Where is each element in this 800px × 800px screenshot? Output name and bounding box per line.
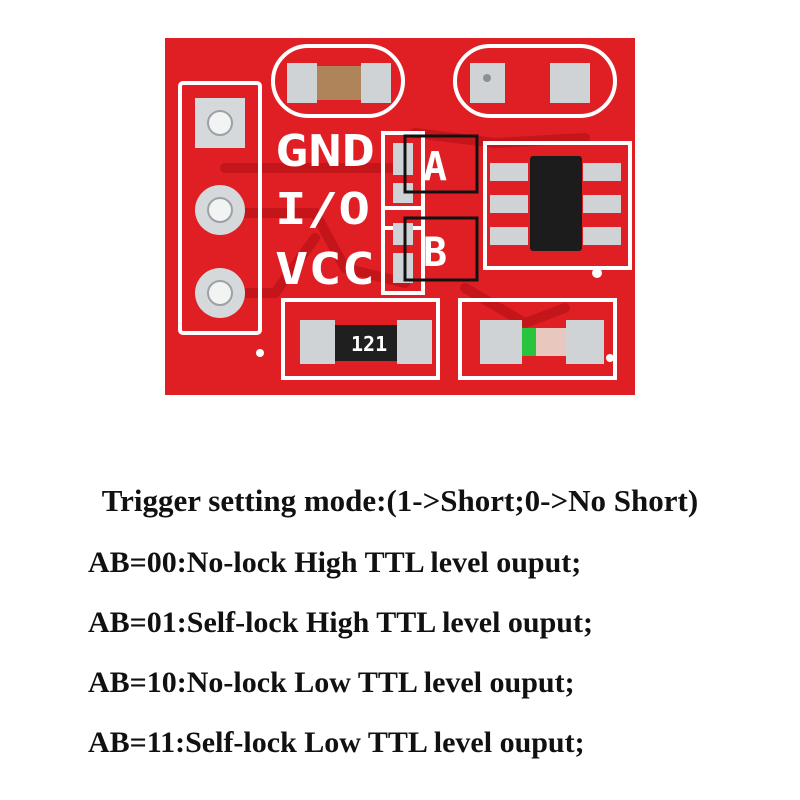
pin-hole xyxy=(207,280,233,306)
resistor-pad xyxy=(397,320,432,364)
trigger-mode-title: Trigger setting mode:(1->Short;0->No Sho… xyxy=(101,483,699,518)
pin-hole xyxy=(207,197,233,223)
ic-chip xyxy=(530,156,582,251)
pin-label-io: I/O xyxy=(275,184,370,235)
capacitor-pad xyxy=(361,63,391,103)
pin-hole xyxy=(207,110,233,136)
capacitor-pad xyxy=(287,63,317,103)
solder-pad xyxy=(550,63,590,103)
pin-label-gnd: GND xyxy=(275,126,375,177)
header-pins xyxy=(195,98,245,318)
via xyxy=(256,349,264,357)
mode-line-ab01: AB=01:Self-lock High TTL level ouput; xyxy=(88,606,593,639)
jumper-label-a: A xyxy=(423,144,447,190)
ic-right-pads xyxy=(583,163,621,245)
jumper-label-b: B xyxy=(423,230,447,276)
pad-pair-outline xyxy=(453,44,617,118)
header-outline xyxy=(178,81,262,335)
resistor-code: 121 xyxy=(351,332,387,356)
resistor-body xyxy=(335,325,397,361)
led-outline xyxy=(458,298,617,380)
mode-line-ab00: AB=00:No-lock High TTL level ouput; xyxy=(88,546,582,579)
annotation-box-a xyxy=(403,134,479,194)
solder-pad xyxy=(470,63,505,103)
annotation-box-b xyxy=(403,216,479,282)
capacitor-outline xyxy=(271,44,405,118)
jumper-outline xyxy=(381,206,425,295)
via xyxy=(606,354,614,362)
touch-sensor-board: GND I/O VCC A B xyxy=(165,38,635,395)
jumper-a-pad xyxy=(393,183,413,203)
capacitor-body xyxy=(317,66,361,100)
led-body xyxy=(522,328,536,356)
resistor-pad xyxy=(300,320,335,364)
via xyxy=(483,74,491,82)
pin-label-vcc: VCC xyxy=(275,244,375,295)
pin1-dot xyxy=(592,268,602,278)
led-pad xyxy=(566,320,604,364)
jumper-b-pad xyxy=(393,253,413,283)
resistor-outline xyxy=(281,298,440,380)
jumper-b-pad xyxy=(393,223,413,245)
ic-outline xyxy=(483,141,632,270)
mode-line-ab10: AB=10:No-lock Low TTL level ouput; xyxy=(88,666,575,699)
led-lens xyxy=(536,328,566,356)
led-pad xyxy=(480,320,522,364)
ic-left-pads xyxy=(490,163,528,245)
jumper-a-pad xyxy=(393,143,413,175)
mode-line-ab11: AB=11:Self-lock Low TTL level ouput; xyxy=(88,726,585,759)
